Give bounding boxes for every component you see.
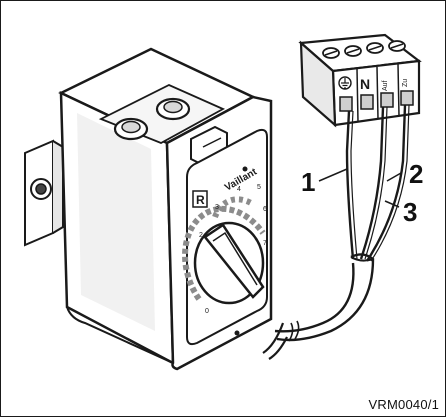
scale-number-0: 0 [205, 308, 209, 315]
scale-number-3: 3 [215, 204, 219, 211]
terminal-label-zu: Zu [402, 79, 409, 87]
terminal-label-auf: Auf [382, 80, 389, 91]
range-badge [192, 190, 208, 208]
scale-number-4: 4 [237, 186, 241, 193]
callout-1: 1 [301, 167, 316, 197]
scale-number-2: 2 [199, 232, 203, 239]
ground-symbol-icon [338, 76, 352, 90]
cable-sheath [262, 253, 375, 360]
wires [345, 104, 410, 262]
terminal-block [298, 33, 422, 128]
panel-dot [242, 166, 248, 172]
range-badge-label: R [196, 193, 205, 207]
callout-2: 2 [409, 159, 424, 189]
figure-code: VRM0040/1 [368, 397, 439, 412]
dial-scale-band [182, 196, 266, 301]
mounting-bracket [24, 139, 64, 247]
scale-number-5: 5 [257, 184, 261, 191]
rotary-knob [193, 221, 265, 305]
scale-number-6: 6 [263, 206, 267, 213]
top-button-right [155, 97, 191, 121]
callout-leaders [318, 168, 402, 208]
terminal-label-n: N [360, 76, 370, 92]
top-button-left [113, 117, 149, 141]
scale-number-7: 7 [263, 240, 267, 247]
callout-3: 3 [403, 197, 418, 227]
panel-dot [234, 330, 240, 336]
